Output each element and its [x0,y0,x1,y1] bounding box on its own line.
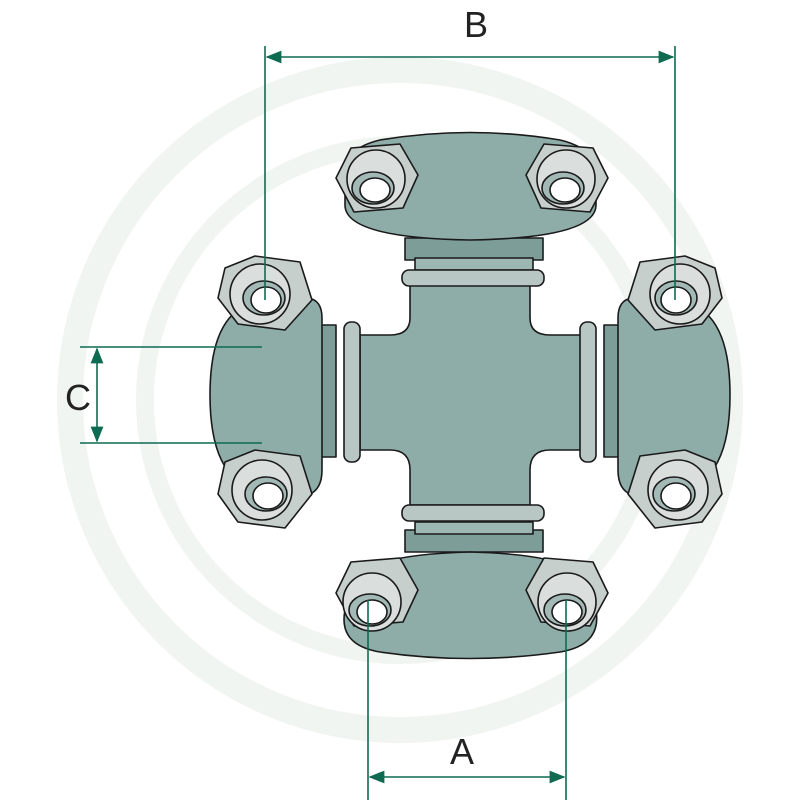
bolt-head [217,255,313,331]
dimension-a-label: A [450,731,474,772]
dimension-a [367,600,567,800]
bolt-head [335,143,419,213]
bottom-yoke [335,521,609,660]
bolt-head [525,557,609,632]
dimension-c-label: C [65,377,91,418]
bolt-head [627,449,723,529]
dimension-c [80,346,262,444]
bolt-head [335,557,419,632]
dimension-b [264,46,676,300]
bolt-head [525,143,609,213]
cross-spider [343,269,597,522]
top-yoke [335,131,609,271]
left-yoke [209,255,337,529]
bolt-head [217,449,313,529]
right-yoke [603,255,731,529]
dimension-b-label: B [464,4,488,45]
